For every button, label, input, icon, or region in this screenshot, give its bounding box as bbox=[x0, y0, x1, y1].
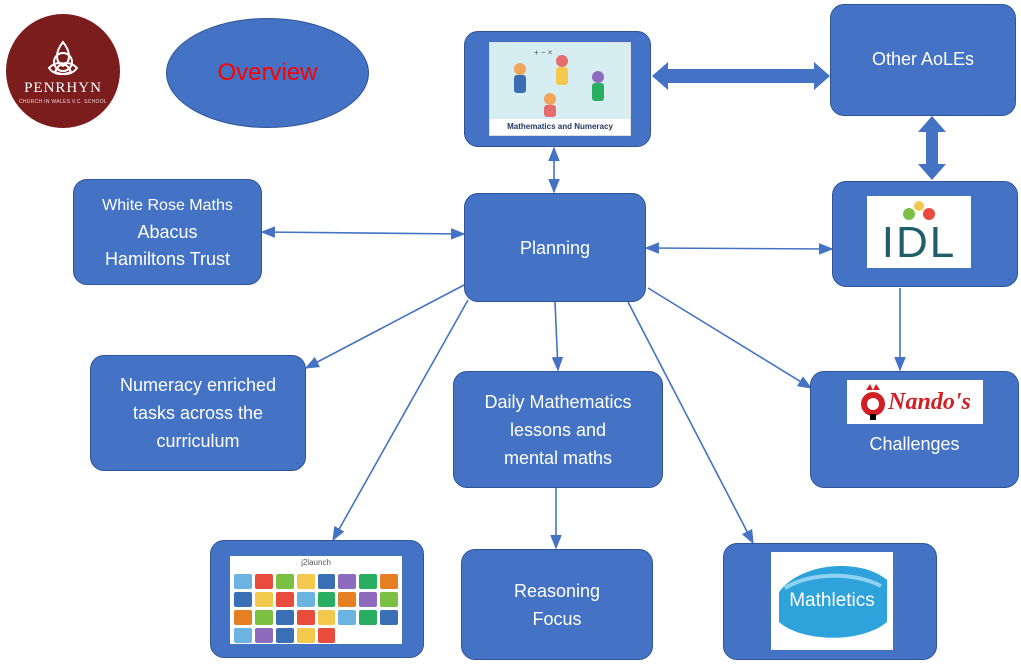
node-mathletics: Mathletics bbox=[723, 543, 937, 660]
node-planning: Planning bbox=[464, 193, 646, 302]
node-reasoning: Reasoning Focus bbox=[461, 549, 653, 660]
mathletics-logo-text: Mathletics bbox=[789, 590, 875, 611]
maths-numeracy-image: + − × Mathematics and Numeracy bbox=[489, 42, 631, 136]
node-idl: IDL bbox=[832, 181, 1018, 287]
other-aoles-label: Other AoLEs bbox=[871, 49, 975, 69]
mathletics-swirl-icon bbox=[779, 566, 887, 638]
node-numeracy-tasks: Numeracy enriched tasks across the curri… bbox=[90, 355, 306, 471]
nandos-logo: Nando's bbox=[846, 380, 983, 424]
rooster-icon bbox=[861, 384, 886, 420]
numeracy-tasks-line-2: tasks across the bbox=[132, 403, 264, 423]
daily-maths-line-2: lessons and bbox=[509, 419, 607, 440]
node-apps: j2launch bbox=[210, 540, 424, 658]
svg-text:+ − ×: + − × bbox=[534, 48, 553, 57]
logo-name: PENRHYN bbox=[24, 79, 102, 96]
reasoning-line-2: Focus bbox=[532, 608, 582, 629]
trinity-knot-icon bbox=[47, 39, 79, 75]
node-other-aoles: Other AoLEs bbox=[830, 4, 1016, 116]
idl-logo-text: IDL bbox=[881, 218, 957, 267]
node-nandos: Nando's Challenges bbox=[810, 371, 1019, 488]
edge-planning-daily bbox=[551, 301, 564, 372]
school-logo: PENRHYN CHURCH IN WALES V.C. SCHOOL bbox=[6, 14, 120, 128]
node-schemes: White Rose Maths Abacus Hamiltons Trust bbox=[73, 179, 262, 285]
maths-illustration-icon: + − × bbox=[490, 43, 630, 119]
daily-maths-line-3: mental maths bbox=[503, 447, 613, 468]
edge-schemes-planning bbox=[260, 226, 466, 240]
apps-grid bbox=[230, 570, 402, 644]
idl-logo: IDL bbox=[867, 196, 971, 268]
schemes-line-1: White Rose Maths bbox=[102, 196, 233, 214]
numeracy-tasks-line-3: curriculum bbox=[156, 431, 240, 451]
edge-planning-numeracy bbox=[304, 284, 465, 369]
edge-planning-apps bbox=[332, 299, 469, 542]
node-daily-maths: Daily Mathematics lessons and mental mat… bbox=[453, 371, 663, 488]
overview-title: Overview bbox=[217, 59, 318, 86]
block-arrow-aoles-idl bbox=[918, 116, 946, 180]
apps-launcher-title: j2launch bbox=[301, 558, 331, 567]
edge-planning-nandos bbox=[647, 287, 813, 389]
logo-subtitle: CHURCH IN WALES V.C. SCHOOL bbox=[18, 98, 108, 105]
schemes-line-2: Abacus bbox=[137, 221, 198, 242]
node-maths-numeracy: + − × Mathematics and Numeracy bbox=[464, 31, 651, 147]
overview-ellipse: Overview bbox=[166, 18, 369, 128]
planning-label: Planning bbox=[519, 237, 591, 258]
idl-dots-icon bbox=[903, 201, 935, 220]
edge-planning-mathletics bbox=[627, 301, 754, 545]
apps-launcher-screenshot: j2launch bbox=[230, 556, 402, 644]
schemes-line-3: Hamiltons Trust bbox=[104, 248, 231, 269]
daily-maths-line-1: Daily Mathematics bbox=[484, 391, 632, 412]
numeracy-tasks-line-1: Numeracy enriched bbox=[119, 375, 277, 395]
nandos-label: Challenges bbox=[869, 434, 960, 454]
mathletics-logo: Mathletics bbox=[771, 552, 893, 650]
maths-numeracy-caption: Mathematics and Numeracy bbox=[507, 122, 613, 131]
edge-planning-idl bbox=[644, 242, 834, 255]
reasoning-line-1: Reasoning bbox=[513, 580, 601, 601]
block-arrow-maths-aoles bbox=[652, 62, 830, 90]
nandos-logo-text: Nando's bbox=[888, 389, 971, 415]
